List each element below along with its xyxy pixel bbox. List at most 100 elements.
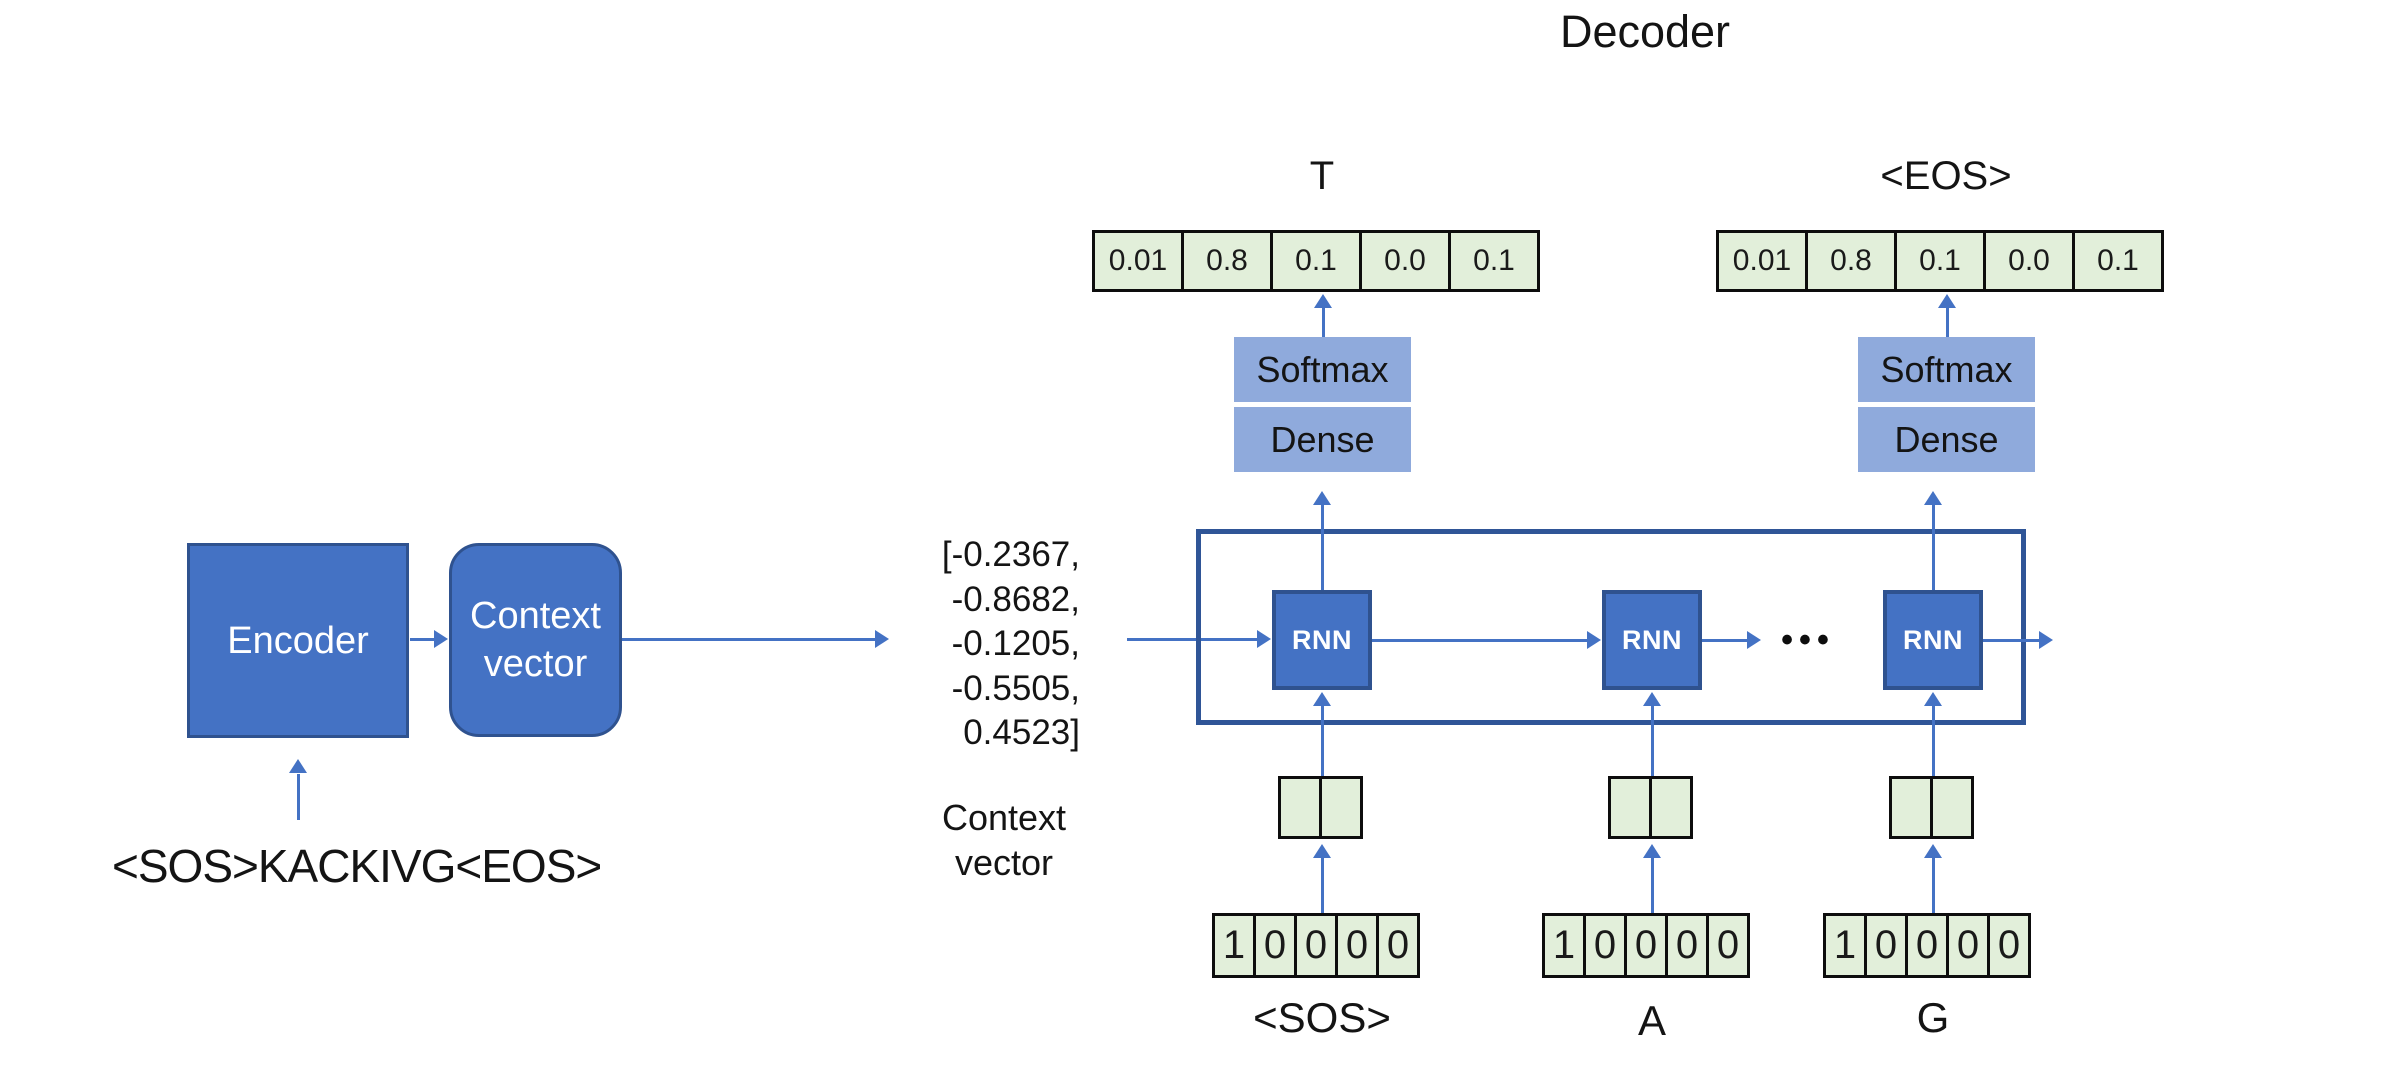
softmax-box-1: Softmax <box>1234 337 1411 402</box>
ellipsis: ••• <box>1781 621 1835 659</box>
arrow-emb1-to-rnn1-head <box>1313 692 1331 706</box>
onehot-cell: 0 <box>1665 913 1709 978</box>
context-value-line: -0.1205, <box>951 624 1080 663</box>
onehot-cell: 0 <box>1987 913 2031 978</box>
rnn-label: RNN <box>1622 624 1682 655</box>
prob-cell: 0.01 <box>1716 230 1808 292</box>
prob-cell: 0.8 <box>1181 230 1273 292</box>
token-label-2: A <box>1637 997 1667 1044</box>
context-vector-box-label: Context vector <box>470 595 601 685</box>
token-label-1: <SOS> <box>1253 994 1391 1041</box>
dense-box-1: Dense <box>1234 407 1411 472</box>
decoder-title: Decoder <box>1559 6 1731 57</box>
onehot-cell: 0 <box>1253 913 1297 978</box>
onehot-cell: 0 <box>1864 913 1908 978</box>
dense-box-3: Dense <box>1858 407 2035 472</box>
embedding-cell <box>1930 776 1974 839</box>
context-caption-line: Context <box>941 797 1067 838</box>
embedding-box-3 <box>1889 776 1974 839</box>
onehot-cell: 1 <box>1542 913 1586 978</box>
embedding-box-1 <box>1278 776 1363 839</box>
onehot-cell: 0 <box>1905 913 1949 978</box>
output-label-1: T <box>1309 154 1335 198</box>
arrow-rnn3-out-head <box>2039 631 2053 649</box>
arrow-onehot3-to-emb3-line <box>1931 858 1935 913</box>
encoder-label: Encoder <box>227 619 369 662</box>
onehot-vector-2: 1 0 0 0 0 <box>1542 913 1750 978</box>
encoder-box: Encoder <box>187 543 409 738</box>
rnn-box-2: RNN <box>1602 590 1702 690</box>
arrow-encoder-to-context-line <box>410 637 435 641</box>
arrow-onehot2-to-emb2-head <box>1643 844 1661 858</box>
context-value-line: -0.8682, <box>951 579 1080 619</box>
arrow-input-to-encoder-line <box>296 774 300 820</box>
onehot-cell: 0 <box>1946 913 1990 978</box>
arrow-onehot1-to-emb1-head <box>1313 844 1331 858</box>
arrow-emb3-to-rnn3-head <box>1924 692 1942 706</box>
onehot-cell: 0 <box>1335 913 1379 978</box>
softmax-box-3: Softmax <box>1858 337 2035 402</box>
embedding-cell <box>1278 776 1322 839</box>
prob-cell: 0.1 <box>1894 230 1986 292</box>
embedding-cell <box>1319 776 1363 839</box>
embedding-box-2 <box>1608 776 1693 839</box>
arrow-softmax1-to-probs-head <box>1314 294 1332 308</box>
arrow-context-to-values-line <box>622 637 876 641</box>
arrow-rnn1-to-rnn2-head <box>1587 631 1601 649</box>
rnn-label: RNN <box>1292 624 1352 655</box>
prob-vector-3: 0.01 0.8 0.1 0.0 0.1 <box>1716 230 2164 292</box>
onehot-cell: 0 <box>1624 913 1668 978</box>
softmax-label: Softmax <box>1880 348 2013 390</box>
context-value-line: 0.4523] <box>963 713 1080 752</box>
softmax-label: Softmax <box>1256 348 1389 390</box>
dense-label: Dense <box>1894 418 1999 460</box>
onehot-vector-1: 1 0 0 0 0 <box>1212 913 1420 978</box>
prob-cell: 0.1 <box>2072 230 2164 292</box>
prob-cell: 0.0 <box>1983 230 2075 292</box>
onehot-cell: 0 <box>1706 913 1750 978</box>
arrow-rnn1-to-dense-head <box>1313 491 1331 505</box>
arrow-rnn3-out-line <box>1983 638 2040 642</box>
arrow-emb2-to-rnn2-line <box>1650 706 1654 776</box>
arrow-context-to-values-head <box>875 630 889 648</box>
arrow-emb3-to-rnn3-line <box>1931 706 1935 776</box>
prob-vector-1: 0.01 0.8 0.1 0.0 0.1 <box>1092 230 1540 292</box>
context-value-line: [-0.2367, <box>941 535 1080 574</box>
arrow-onehot3-to-emb3-head <box>1924 844 1942 858</box>
onehot-cell: 0 <box>1294 913 1338 978</box>
arrow-encoder-to-context-head <box>434 630 448 648</box>
arrow-emb1-to-rnn1-line <box>1320 706 1324 776</box>
prob-cell: 0.1 <box>1448 230 1540 292</box>
rnn-box-1: RNN <box>1272 590 1372 690</box>
arrow-rnn2-to-ellipsis-line <box>1702 638 1748 642</box>
arrow-softmax3-to-probs-line <box>1945 308 1949 337</box>
onehot-vector-3: 1 0 0 0 0 <box>1823 913 2031 978</box>
context-vector-values: [-0.2367, -0.8682, -0.1205, -0.5505, 0.4… <box>880 533 1080 756</box>
context-caption-line: vector <box>954 842 1054 883</box>
arrow-emb2-to-rnn2-head <box>1643 692 1661 706</box>
arrow-rnn2-to-ellipsis-head <box>1747 631 1761 649</box>
embedding-cell <box>1889 776 1933 839</box>
onehot-cell: 0 <box>1376 913 1420 978</box>
context-vector-caption: Context vector <box>942 795 1066 885</box>
arrow-input-to-encoder-head <box>289 759 307 773</box>
rnn-label: RNN <box>1903 624 1963 655</box>
decoder-frame <box>1196 529 2026 725</box>
arrow-rnn1-to-rnn2-line <box>1372 638 1588 642</box>
arrow-values-to-rnn1-head <box>1257 630 1271 648</box>
embedding-cell <box>1608 776 1652 839</box>
prob-cell: 0.1 <box>1270 230 1362 292</box>
prob-cell: 0.01 <box>1092 230 1184 292</box>
onehot-cell: 1 <box>1823 913 1867 978</box>
dense-label: Dense <box>1270 418 1375 460</box>
output-label-3: <EOS> <box>1880 154 2012 198</box>
embedding-cell <box>1649 776 1693 839</box>
arrow-softmax3-to-probs-head <box>1938 294 1956 308</box>
prob-cell: 0.0 <box>1359 230 1451 292</box>
arrow-softmax1-to-probs-line <box>1321 308 1325 337</box>
arrow-onehot1-to-emb1-line <box>1320 858 1324 913</box>
arrow-rnn1-to-dense-line <box>1320 504 1324 590</box>
arrow-values-to-rnn1-line <box>1127 637 1258 641</box>
rnn-box-3: RNN <box>1883 590 1983 690</box>
